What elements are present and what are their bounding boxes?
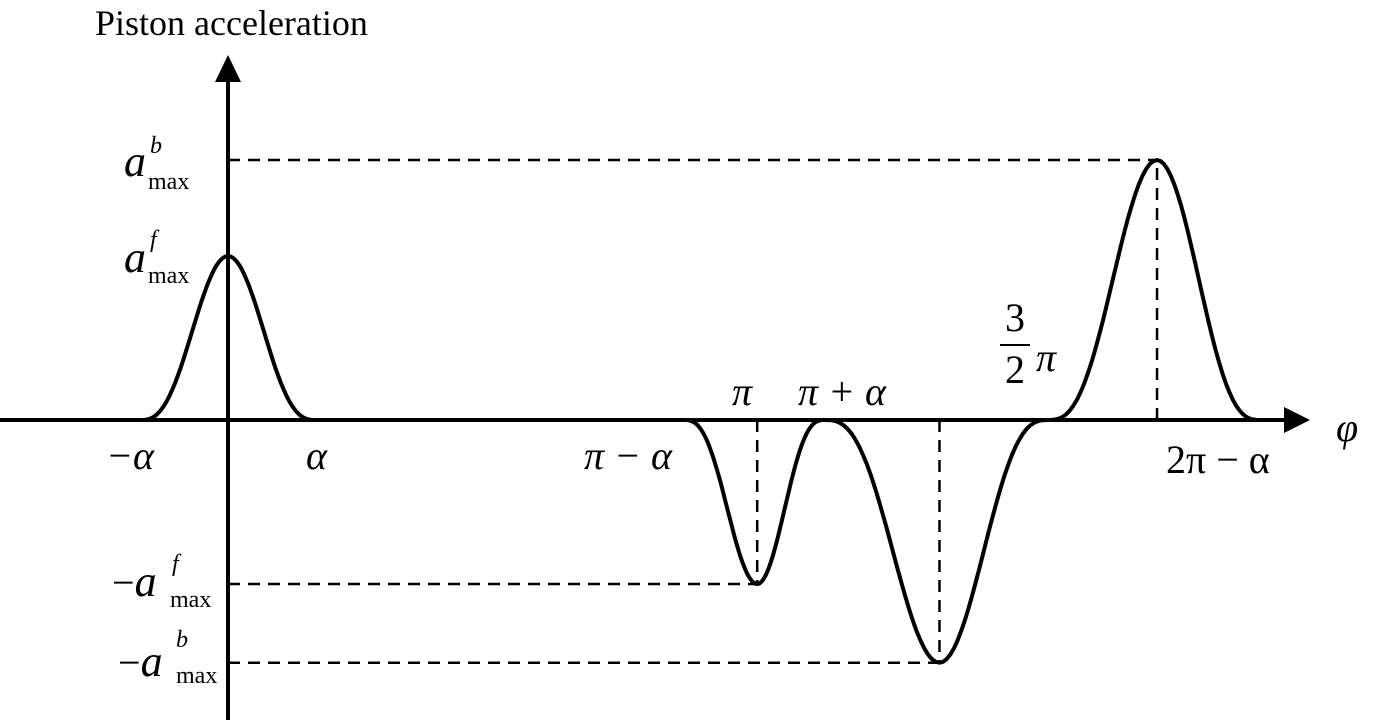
acceleration-curve [0, 158, 1260, 665]
x-axis-arrow [1284, 407, 1310, 433]
x-tick-label: π [732, 369, 753, 414]
x-tick-label-three-halves: 3 2 [1000, 298, 1030, 390]
x-tick-label: π − α [584, 433, 673, 478]
x-tick-label: 2π − α [1166, 437, 1270, 482]
x-tick-label: α [306, 433, 327, 478]
x-axis-label: φ [1336, 405, 1359, 450]
x-tick-label: −α [106, 433, 154, 478]
x-tick-label: π + α [798, 369, 887, 414]
x-tick-label-pi: π [1036, 335, 1057, 380]
y-axis-title: Piston acceleration [95, 3, 368, 43]
y-axis-arrow [215, 55, 241, 82]
